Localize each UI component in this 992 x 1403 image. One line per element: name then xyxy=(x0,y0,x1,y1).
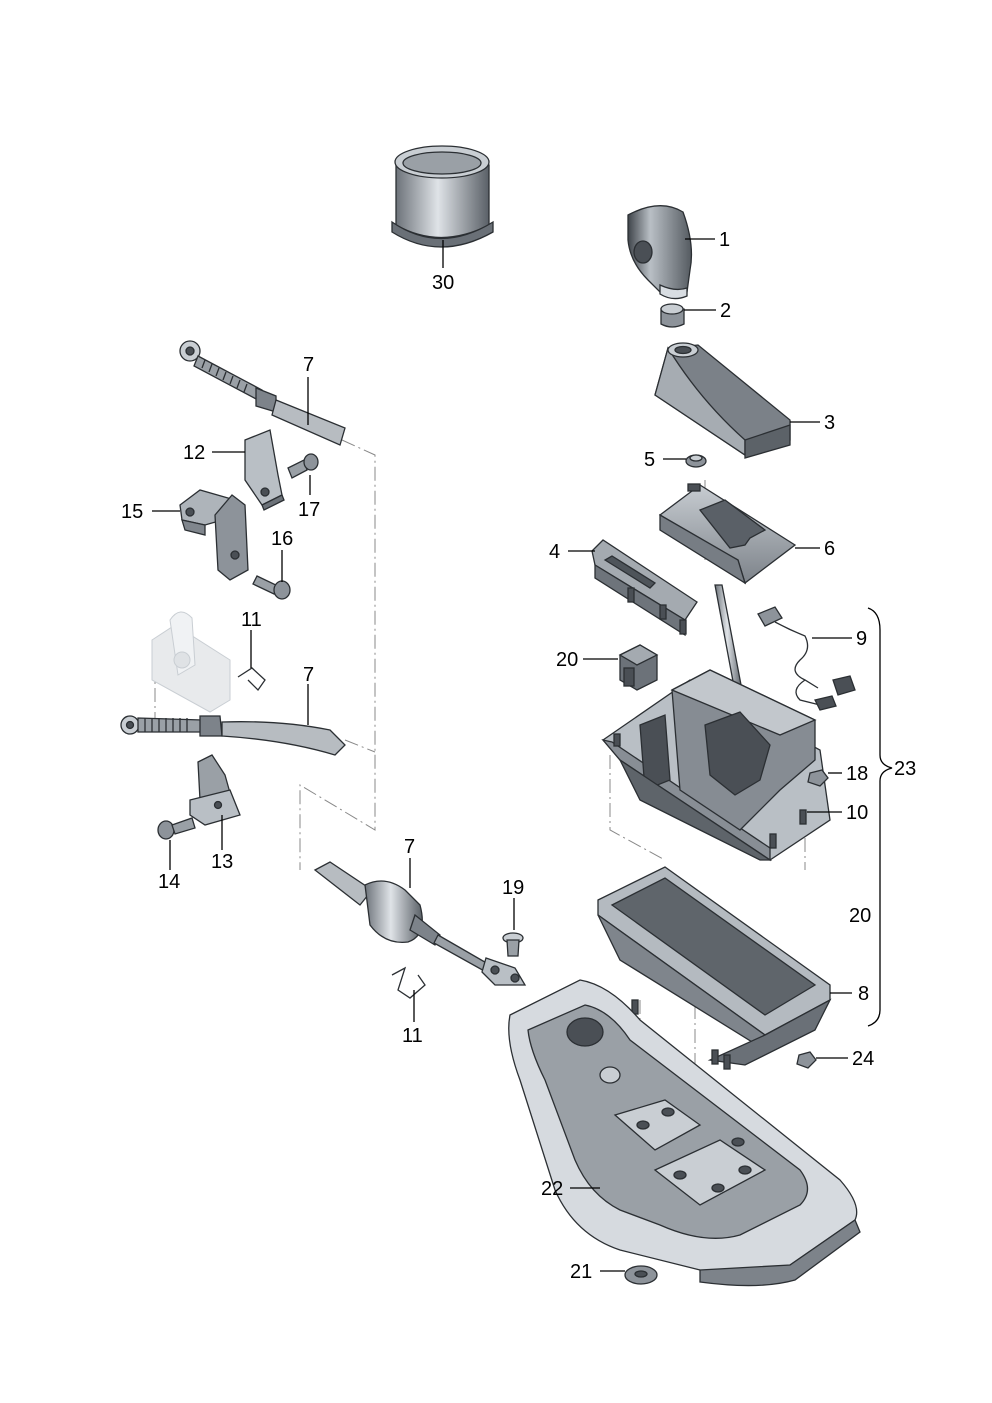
callout-24: 24 xyxy=(852,1048,874,1070)
part-16-bolt xyxy=(252,575,291,600)
part-14-bolt xyxy=(157,817,196,840)
callout-2: 2 xyxy=(720,300,731,322)
callout-3: 3 xyxy=(824,412,835,434)
part-7-cable-middle xyxy=(120,611,346,756)
callout-7-upper: 7 xyxy=(303,354,314,376)
part-8-housing-tray xyxy=(597,866,832,1070)
callout-5: 5 xyxy=(644,449,655,471)
callout-7-middle: 7 xyxy=(303,664,314,686)
callout-8: 8 xyxy=(858,983,869,1005)
callout-1: 1 xyxy=(719,229,730,251)
part-24-nut xyxy=(796,1051,817,1069)
part-6-cover-plate xyxy=(658,483,797,585)
part-18-nut xyxy=(807,769,829,787)
callout-17: 17 xyxy=(298,499,320,521)
part-9-wiring-harness xyxy=(757,606,856,711)
part-17-bolt xyxy=(287,453,319,479)
callout-13: 13 xyxy=(211,851,233,873)
part-4-indicator-panel xyxy=(591,539,698,637)
part-10-selector-mechanism xyxy=(601,584,831,862)
part-11-clip-lower xyxy=(391,966,426,999)
callout-18: 18 xyxy=(846,763,868,785)
callout-30: 30 xyxy=(432,272,454,294)
callout-19: 19 xyxy=(502,877,524,899)
callout-7-lower: 7 xyxy=(404,836,415,858)
part-21-grommet xyxy=(624,1265,658,1285)
callout-11-upper: 11 xyxy=(241,609,262,631)
part-5-clip xyxy=(685,454,707,468)
part-19-pin xyxy=(502,932,524,957)
part-7-cable-lower xyxy=(313,861,527,986)
callout-21: 21 xyxy=(570,1261,592,1283)
callout-20-assembly: 20 xyxy=(849,905,871,927)
callout-14: 14 xyxy=(158,871,180,893)
callout-10: 10 xyxy=(846,802,868,824)
part-22-floor-pad xyxy=(508,979,861,1287)
part-13-bracket xyxy=(189,754,241,826)
callout-9: 9 xyxy=(856,628,867,650)
callout-22: 22 xyxy=(541,1178,563,1200)
part-3-gaiter xyxy=(654,342,791,459)
part-20-switch xyxy=(618,644,659,691)
callout-4: 4 xyxy=(549,541,560,563)
part-12-bracket xyxy=(244,429,285,511)
callout-16: 16 xyxy=(271,528,293,550)
callout-labels: 1 2 3 5 6 4 30 7 12 17 15 16 11 7 20 9 1… xyxy=(121,229,916,1283)
callout-6: 6 xyxy=(824,538,835,560)
part-1-gear-knob xyxy=(627,205,693,300)
part-7-cable-upper xyxy=(179,340,346,446)
part-2-collar xyxy=(660,303,685,328)
part-11-clip-upper xyxy=(237,667,266,692)
callout-23: 23 xyxy=(894,758,916,780)
callout-15: 15 xyxy=(121,501,143,523)
callout-11-lower: 11 xyxy=(402,1025,423,1047)
callout-12: 12 xyxy=(183,442,205,464)
part-30-sleeve xyxy=(391,145,494,248)
callout-20-switch: 20 xyxy=(556,649,578,671)
leader-lines xyxy=(152,238,893,1272)
part-15-mount-bracket xyxy=(179,489,249,581)
